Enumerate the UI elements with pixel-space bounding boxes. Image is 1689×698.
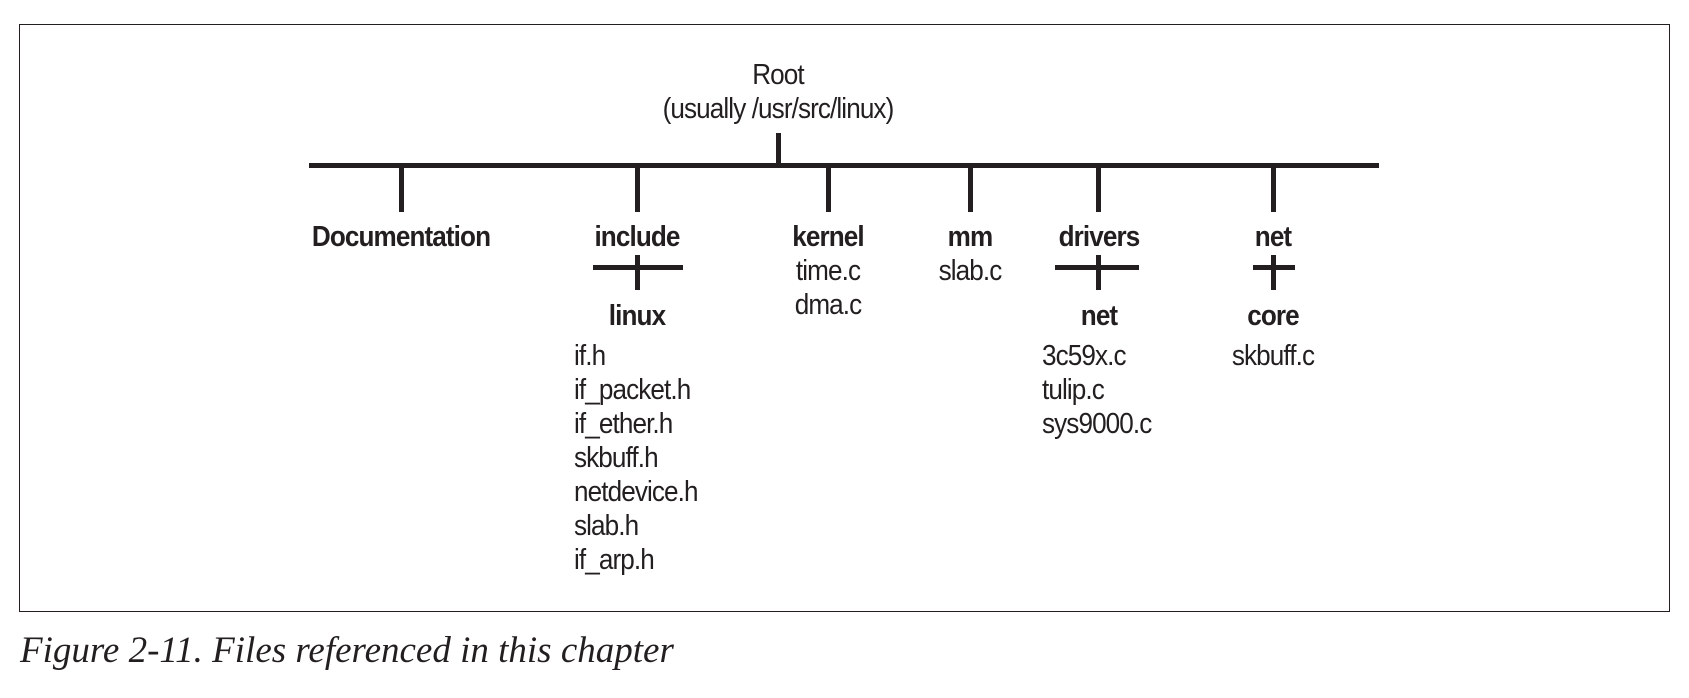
include-branch-line xyxy=(635,165,640,212)
dir-kernel-name: kernel xyxy=(792,221,864,253)
drivers-net-file-list: 3c59x.c tulip.c sys9000.c xyxy=(1042,339,1152,441)
dir-net: net xyxy=(1254,221,1292,253)
root-horizontal-line xyxy=(309,163,1379,168)
dir-drivers: drivers xyxy=(1058,221,1141,253)
documentation-branch-line xyxy=(399,165,404,212)
subdir-linux: linux xyxy=(608,300,666,332)
root-stem-line xyxy=(776,133,781,165)
core-file-list: skbuff.c xyxy=(1206,339,1341,373)
figure-caption: Figure 2-11. Files referenced in this ch… xyxy=(20,630,674,671)
root-name: Root xyxy=(752,59,804,91)
dir-mm-name: mm xyxy=(947,221,994,253)
dir-documentation: Documentation xyxy=(311,221,491,253)
file-item: netdevice.h xyxy=(574,476,698,508)
file-item: skbuff.c xyxy=(1231,340,1315,372)
file-item: if.h xyxy=(574,340,606,372)
file-item: 3c59x.c xyxy=(1042,340,1127,372)
drivers-branch-line xyxy=(1096,165,1101,212)
dir-mm: mm slab.c xyxy=(925,220,1015,288)
dir-include: include xyxy=(594,221,680,253)
mm-branch-line xyxy=(968,165,973,212)
net-sub-connector-v xyxy=(1271,255,1276,290)
file-item: tulip.c xyxy=(1042,374,1105,406)
file-item: sys9000.c xyxy=(1042,408,1152,440)
include-sub-connector-v xyxy=(635,255,640,290)
file-item: if_ether.h xyxy=(574,408,673,440)
file-item: if_packet.h xyxy=(574,374,691,406)
file-item: skbuff.h xyxy=(574,442,659,474)
linux-file-list: if.h if_packet.h if_ether.h skbuff.h net… xyxy=(574,339,698,577)
subdir-core: core xyxy=(1247,300,1299,332)
kernel-branch-line xyxy=(826,165,831,212)
file-item: slab.c xyxy=(938,255,1003,287)
root-label: Root (usually /usr/src/linux) xyxy=(643,58,913,126)
dir-kernel: kernel time.c dma.c xyxy=(774,220,882,322)
net-branch-line xyxy=(1271,165,1276,212)
file-item: time.c xyxy=(795,255,861,287)
drivers-sub-connector-v xyxy=(1096,255,1101,290)
file-item: if_arp.h xyxy=(574,544,655,576)
file-item: slab.h xyxy=(574,510,639,542)
diagram-frame xyxy=(19,24,1670,612)
file-item: dma.c xyxy=(794,289,862,321)
root-path: (usually /usr/src/linux) xyxy=(662,93,895,125)
subdir-drivers-net: net xyxy=(1080,300,1118,332)
